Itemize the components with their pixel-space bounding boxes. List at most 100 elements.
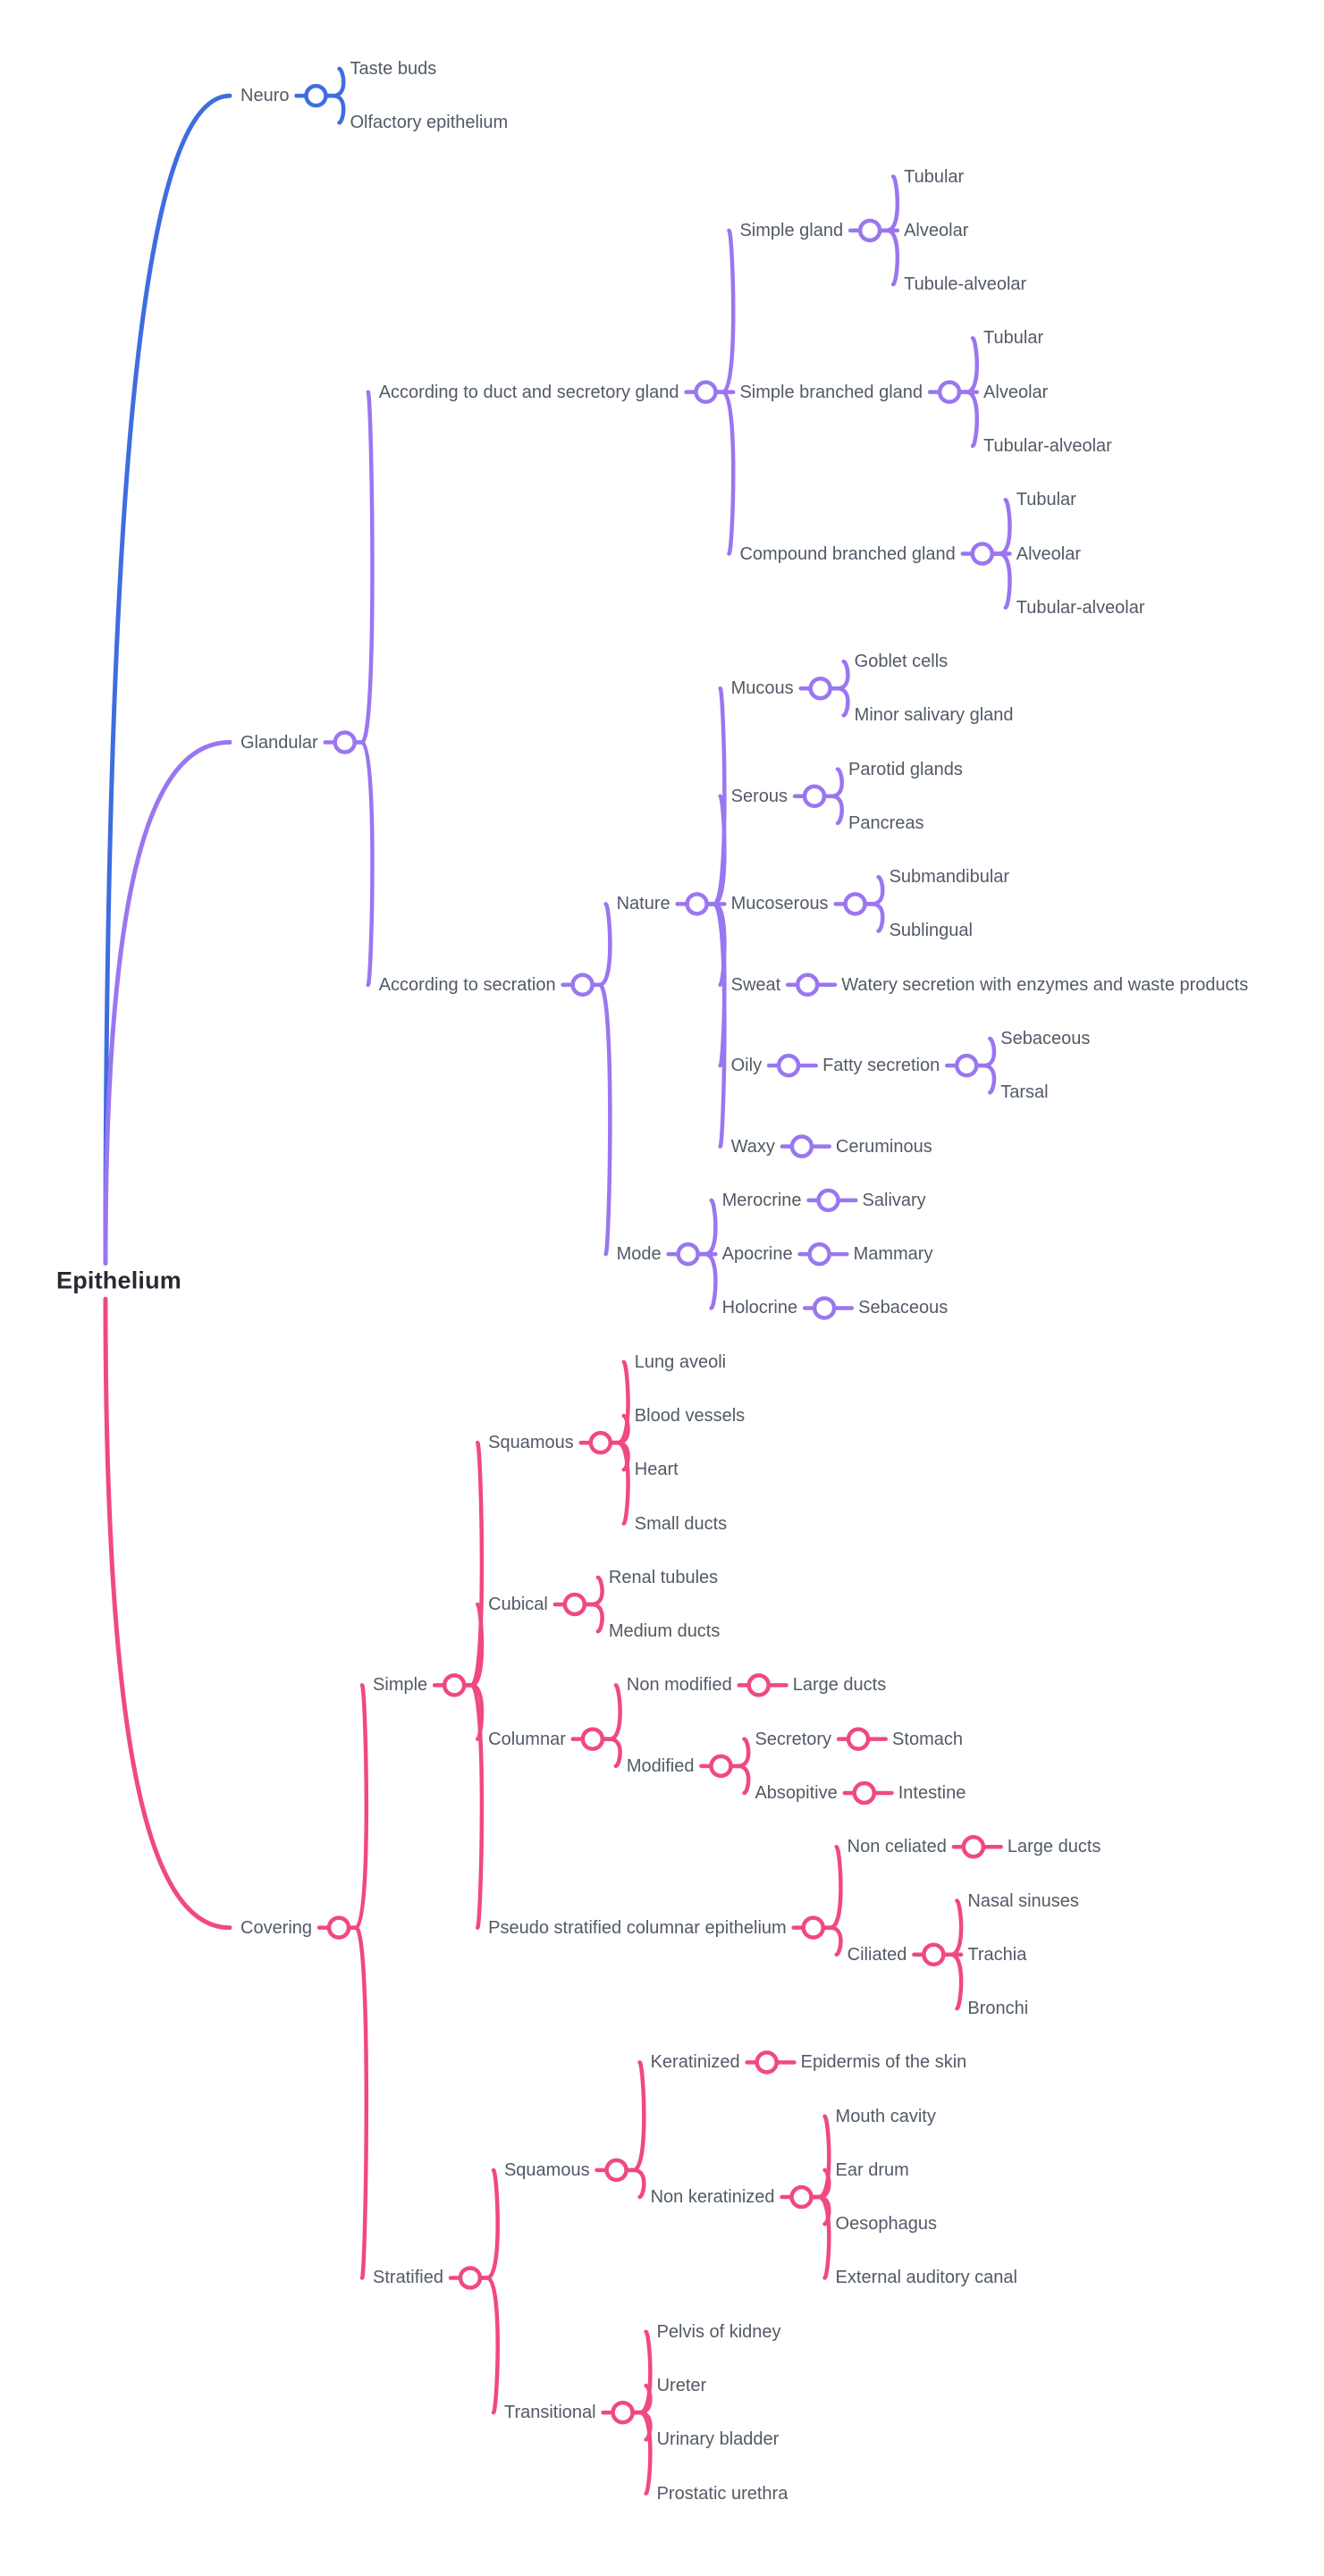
node-ureter[interactable]: Ureter bbox=[656, 2376, 707, 2396]
node-tubular[interactable]: Tubular bbox=[983, 328, 1044, 349]
node-toggle-neuro[interactable] bbox=[304, 83, 328, 108]
node-non-keratinized[interactable]: Non keratinized bbox=[650, 2187, 775, 2208]
node-trachia[interactable]: Trachia bbox=[967, 1944, 1027, 1965]
node-minor-salivary-gland[interactable]: Minor salivary gland bbox=[854, 705, 1014, 726]
node-toggle-covering[interactable] bbox=[326, 1915, 351, 1940]
node-lung-aveoli[interactable]: Lung aveoli bbox=[634, 1351, 727, 1372]
node-large-ducts[interactable]: Large ducts bbox=[792, 1675, 887, 1696]
node-alveolar[interactable]: Alveolar bbox=[904, 220, 969, 240]
node-toggle-according-to-secration[interactable] bbox=[570, 972, 595, 998]
node-mode[interactable]: Mode bbox=[616, 1244, 662, 1265]
node-covering[interactable]: Covering bbox=[240, 1917, 313, 1938]
node-cubical[interactable]: Cubical bbox=[488, 1594, 548, 1614]
node-toggle-transitional[interactable] bbox=[611, 2400, 635, 2425]
node-sebaceous[interactable]: Sebaceous bbox=[1000, 1029, 1091, 1049]
node-simple[interactable]: Simple bbox=[373, 1675, 428, 1696]
node-tubular-alveolar[interactable]: Tubular-alveolar bbox=[1016, 597, 1145, 618]
node-sublingual[interactable]: Sublingual bbox=[889, 921, 973, 941]
node-toggle-mucous[interactable] bbox=[808, 676, 832, 701]
node-watery-secretion-with-enzymes-and-waste-products[interactable]: Watery secretion with enzymes and waste … bbox=[841, 974, 1249, 995]
node-mammary[interactable]: Mammary bbox=[853, 1244, 933, 1265]
node-simple-branched-gland[interactable]: Simple branched gland bbox=[739, 382, 923, 402]
node-toggle-apocrine[interactable] bbox=[807, 1242, 831, 1267]
node-toggle-oily[interactable] bbox=[776, 1053, 801, 1078]
node-toggle-non-modified[interactable] bbox=[746, 1673, 771, 1697]
node-toggle-simple-branched-gland[interactable] bbox=[937, 380, 962, 404]
node-holocrine[interactable]: Holocrine bbox=[721, 1298, 798, 1318]
node-toggle-pseudo-stratified-columnar-epithelium[interactable] bbox=[801, 1915, 825, 1940]
node-non-celiated[interactable]: Non celiated bbox=[847, 1837, 947, 1857]
node-simple-gland[interactable]: Simple gland bbox=[739, 220, 844, 240]
node-medium-ducts[interactable]: Medium ducts bbox=[608, 1621, 721, 1642]
node-toggle-simple[interactable] bbox=[442, 1673, 467, 1697]
node-toggle-serous[interactable] bbox=[802, 784, 827, 809]
node-serous[interactable]: Serous bbox=[730, 786, 788, 806]
node-toggle-non-keratinized[interactable] bbox=[789, 2185, 814, 2210]
node-toggle-ciliated[interactable] bbox=[922, 1942, 946, 1967]
node-parotid-glands[interactable]: Parotid glands bbox=[848, 759, 963, 779]
node-toggle-mode[interactable] bbox=[676, 1242, 700, 1267]
node-toggle-merocrine[interactable] bbox=[816, 1188, 840, 1213]
node-stomach[interactable]: Stomach bbox=[892, 1729, 963, 1749]
node-compound-branched-gland[interactable]: Compound branched gland bbox=[739, 543, 956, 564]
node-heart[interactable]: Heart bbox=[634, 1460, 679, 1480]
node-external-auditory-canal[interactable]: External auditory canal bbox=[835, 2268, 1017, 2288]
node-fatty-secretion[interactable]: Fatty secretion bbox=[822, 1056, 940, 1076]
node-tubular[interactable]: Tubular bbox=[1016, 490, 1076, 510]
node-alveolar[interactable]: Alveolar bbox=[983, 382, 1049, 402]
node-neuro[interactable]: Neuro bbox=[240, 86, 290, 106]
node-pancreas[interactable]: Pancreas bbox=[848, 812, 924, 833]
node-oesophagus[interactable]: Oesophagus bbox=[835, 2214, 937, 2235]
node-pelvis-of-kidney[interactable]: Pelvis of kidney bbox=[656, 2321, 781, 2342]
node-toggle-non-celiated[interactable] bbox=[961, 1834, 986, 1859]
node-toggle-squamous[interactable] bbox=[604, 2158, 628, 2183]
node-tubular-alveolar[interactable]: Tubular-alveolar bbox=[983, 435, 1112, 456]
node-toggle-columnar[interactable] bbox=[580, 1727, 605, 1751]
node-goblet-cells[interactable]: Goblet cells bbox=[854, 652, 949, 672]
node-toggle-sweat[interactable] bbox=[795, 972, 820, 998]
node-squamous[interactable]: Squamous bbox=[488, 1433, 574, 1453]
node-toggle-compound-branched-gland[interactable] bbox=[970, 542, 995, 566]
node-glandular[interactable]: Glandular bbox=[240, 732, 318, 753]
node-mucoserous[interactable]: Mucoserous bbox=[730, 894, 829, 914]
node-according-to-secration[interactable]: According to secration bbox=[378, 974, 556, 995]
node-tubule-alveolar[interactable]: Tubule-alveolar bbox=[904, 274, 1027, 295]
node-toggle-nature[interactable] bbox=[685, 892, 709, 916]
node-ceruminous[interactable]: Ceruminous bbox=[835, 1136, 932, 1157]
node-toggle-according-to-duct-and-secretory-gland[interactable] bbox=[694, 380, 718, 404]
node-columnar[interactable]: Columnar bbox=[488, 1729, 566, 1749]
node-according-to-duct-and-secretory-gland[interactable]: According to duct and secretory gland bbox=[378, 382, 679, 402]
node-toggle-holocrine[interactable] bbox=[812, 1296, 837, 1320]
node-ear-drum[interactable]: Ear drum bbox=[835, 2159, 909, 2180]
node-merocrine[interactable]: Merocrine bbox=[721, 1190, 802, 1210]
node-nasal-sinuses[interactable]: Nasal sinuses bbox=[967, 1890, 1079, 1911]
node-renal-tubules[interactable]: Renal tubules bbox=[608, 1567, 719, 1587]
node-toggle-squamous[interactable] bbox=[588, 1430, 613, 1455]
node-urinary-bladder[interactable]: Urinary bladder bbox=[656, 2429, 780, 2450]
node-secretory[interactable]: Secretory bbox=[755, 1729, 832, 1749]
node-ciliated[interactable]: Ciliated bbox=[847, 1944, 907, 1965]
node-mucous[interactable]: Mucous bbox=[730, 678, 794, 699]
node-pseudo-stratified-columnar-epithelium[interactable]: Pseudo stratified columnar epithelium bbox=[488, 1917, 787, 1938]
node-bronchi[interactable]: Bronchi bbox=[967, 1999, 1029, 2019]
node-tubular[interactable]: Tubular bbox=[904, 166, 965, 187]
node-toggle-modified[interactable] bbox=[709, 1754, 733, 1779]
node-epithelium[interactable]: Epithelium bbox=[56, 1267, 182, 1294]
node-blood-vessels[interactable]: Blood vessels bbox=[634, 1406, 746, 1426]
node-large-ducts[interactable]: Large ducts bbox=[1007, 1837, 1101, 1857]
node-prostatic-urethra[interactable]: Prostatic urethra bbox=[656, 2483, 788, 2504]
node-olfactory-epithelium[interactable]: Olfactory epithelium bbox=[350, 113, 509, 133]
node-toggle-glandular[interactable] bbox=[333, 730, 357, 754]
node-toggle-cubical[interactable] bbox=[562, 1592, 587, 1617]
node-non-modified[interactable]: Non modified bbox=[626, 1675, 732, 1696]
node-toggle-secretory[interactable] bbox=[846, 1727, 871, 1751]
node-small-ducts[interactable]: Small ducts bbox=[634, 1513, 728, 1534]
node-toggle-keratinized[interactable] bbox=[755, 2050, 779, 2075]
node-intestine[interactable]: Intestine bbox=[898, 1782, 966, 1803]
node-absopitive[interactable]: Absopitive bbox=[755, 1782, 838, 1803]
node-oily[interactable]: Oily bbox=[730, 1056, 763, 1076]
node-toggle-simple-gland[interactable] bbox=[857, 218, 882, 243]
node-submandibular[interactable]: Submandibular bbox=[889, 867, 1010, 888]
node-squamous[interactable]: Squamous bbox=[503, 2159, 590, 2180]
node-toggle-fatty-secretion[interactable] bbox=[954, 1053, 979, 1078]
